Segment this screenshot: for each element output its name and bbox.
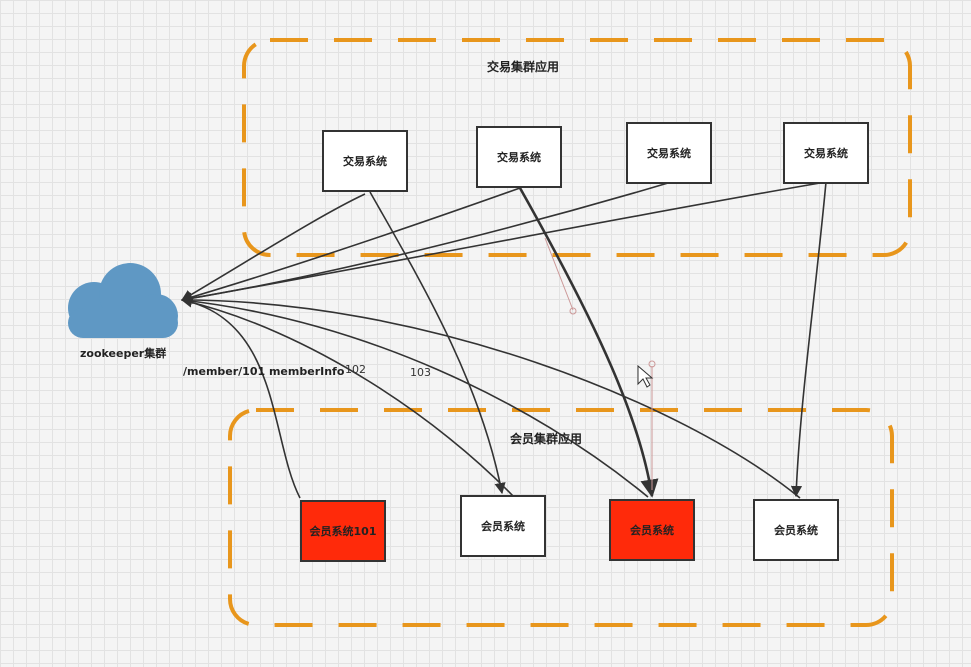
member-cluster-border: [228, 408, 894, 627]
member-system-101[interactable]: 会员系统101: [300, 500, 386, 562]
annotation-line-1: [544, 237, 574, 311]
trade-cluster-title: 交易集群应用: [487, 60, 560, 74]
annotation-handle-2: [648, 360, 656, 368]
edge-member1-zk: [180, 296, 301, 499]
zookeeper-label: zookeeper集群: [80, 347, 167, 360]
edge-zk-member2: [181, 299, 515, 498]
edge-trade1-member2: [369, 191, 506, 495]
member-path-label: /member/101 memberInfo: [183, 365, 345, 378]
member-system-4[interactable]: 会员系统: [753, 499, 839, 561]
trade-system-1[interactable]: 交易系统: [322, 130, 408, 192]
edge-trade3-zk: [180, 182, 669, 304]
member-system-3[interactable]: 会员系统: [609, 499, 695, 561]
trade-system-4[interactable]: 交易系统: [783, 122, 869, 184]
edge-trade2-member3: [518, 187, 659, 498]
edge-zk-member3: [181, 299, 649, 498]
mouse-cursor-icon: [637, 364, 654, 388]
annotation-handle-1: [569, 307, 577, 315]
cloud-icon: [68, 263, 178, 338]
edge-trade2-zk: [180, 187, 521, 303]
trade-system-3[interactable]: 交易系统: [626, 122, 712, 184]
trade-system-2[interactable]: 交易系统: [476, 126, 562, 188]
edge-trade4-member4: [790, 181, 827, 498]
edge-trade1-zk: [181, 193, 366, 301]
member-cluster-title: 会员集群应用: [510, 432, 583, 446]
edge-trade4-zk: [180, 181, 827, 304]
edge-zk-member4: [181, 299, 801, 499]
path-label-102: 102: [345, 363, 366, 376]
path-label-103: 103: [410, 366, 431, 379]
member-system-2[interactable]: 会员系统: [460, 495, 546, 557]
trade-cluster-border: [242, 38, 912, 257]
